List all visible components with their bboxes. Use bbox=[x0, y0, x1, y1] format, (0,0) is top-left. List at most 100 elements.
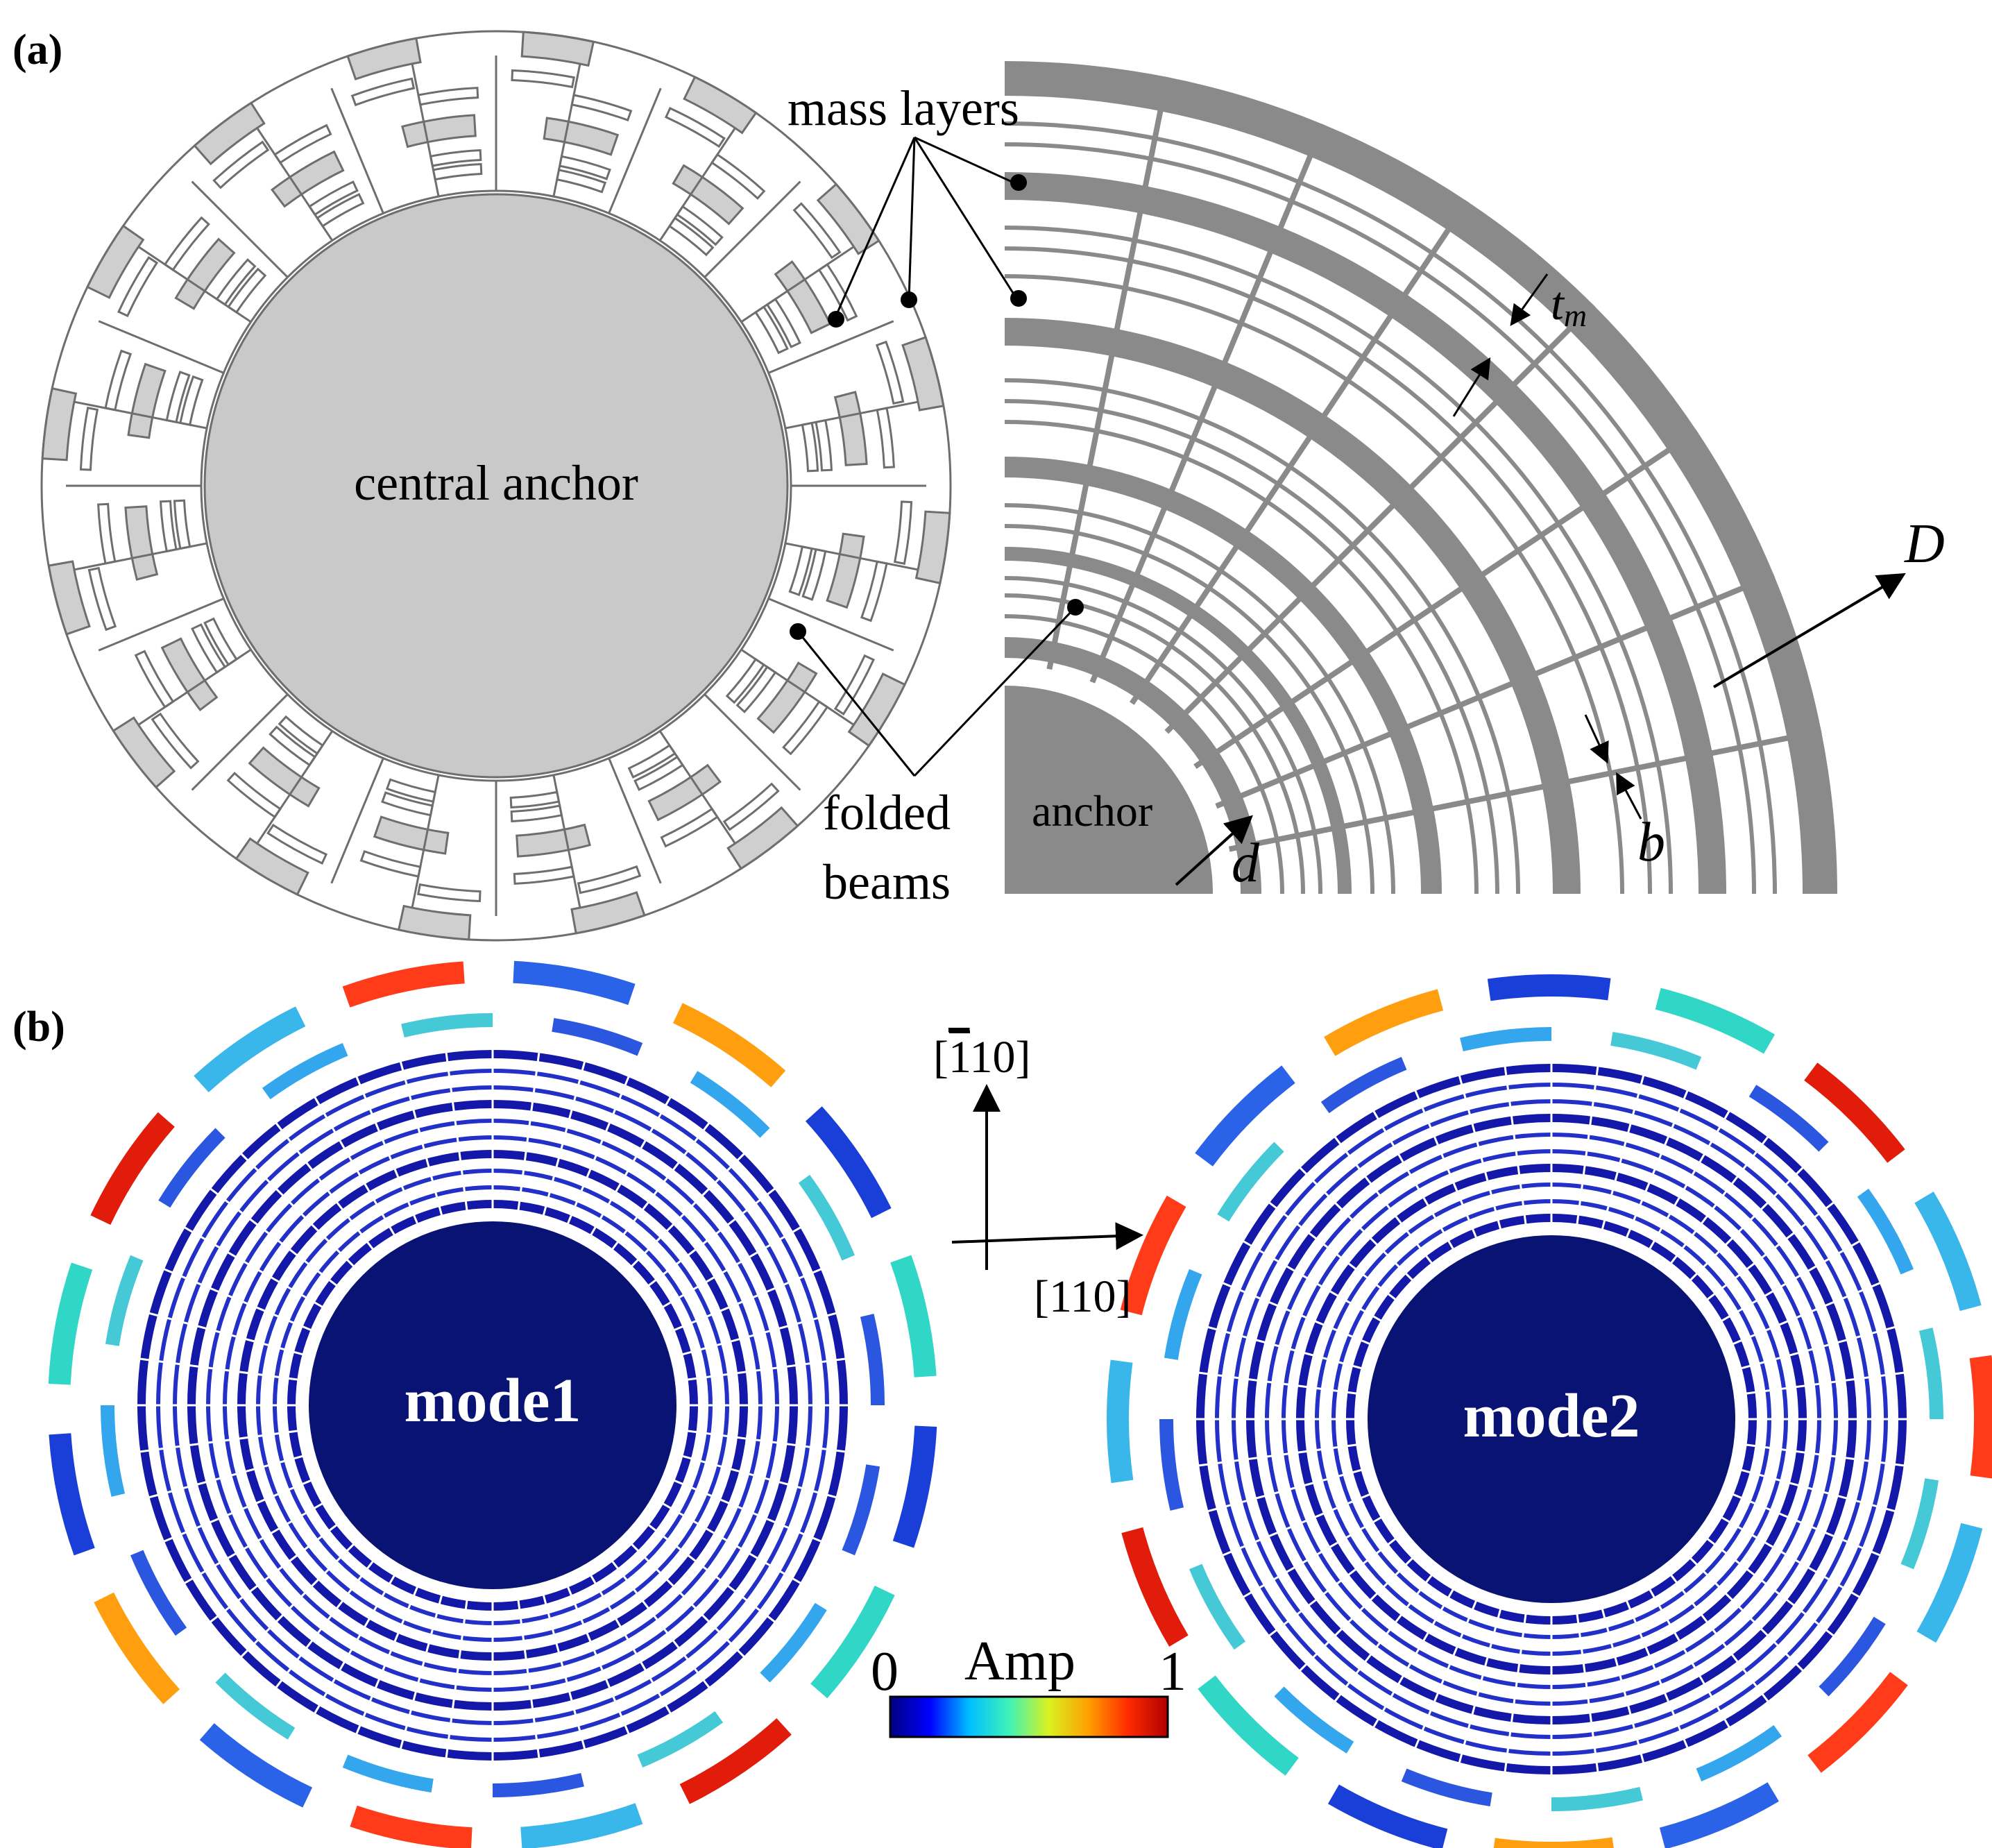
spoke bbox=[1456, 1070, 1502, 1232]
folded-beam bbox=[79, 407, 99, 471]
axis-label-vertical: [110] bbox=[933, 1032, 1031, 1083]
folded-beam bbox=[134, 650, 175, 709]
spoke bbox=[1238, 1515, 1384, 1601]
middle-ring-segment bbox=[493, 1772, 584, 1797]
anchor-label: anchor bbox=[1032, 786, 1152, 836]
spoke bbox=[1218, 1492, 1372, 1559]
folded-beam bbox=[627, 744, 676, 779]
spoke bbox=[629, 1149, 749, 1269]
inner-mass-segment bbox=[401, 114, 477, 149]
inner-mass-segment bbox=[672, 164, 744, 226]
folded-beam bbox=[833, 654, 875, 715]
spoke bbox=[1412, 1085, 1479, 1240]
folded-beam bbox=[725, 657, 765, 704]
inner-mass-segment bbox=[160, 637, 219, 712]
folded-beam bbox=[792, 202, 842, 260]
inner-mass-segment bbox=[774, 260, 832, 334]
spoke bbox=[1739, 1324, 1900, 1370]
folded-beam bbox=[788, 545, 813, 597]
spoke bbox=[1264, 1536, 1398, 1640]
spoke bbox=[1687, 1163, 1807, 1283]
outer-ring-segment bbox=[805, 1106, 892, 1219]
radial-connector bbox=[658, 730, 736, 845]
outer-mass-segment bbox=[235, 837, 309, 897]
folded-beam bbox=[350, 77, 416, 107]
middle-ring-segment bbox=[842, 1464, 880, 1556]
folded-beam bbox=[513, 865, 575, 885]
outer-ring-segment bbox=[49, 1433, 95, 1556]
folded-beam bbox=[801, 421, 819, 473]
spoke bbox=[1295, 1163, 1415, 1283]
spoke bbox=[179, 1501, 325, 1587]
spoke bbox=[1730, 1280, 1885, 1346]
spoke bbox=[542, 1056, 588, 1218]
radial-connector bbox=[411, 774, 440, 908]
folded-beam bbox=[893, 500, 913, 565]
folded-beam bbox=[429, 149, 482, 167]
folded-beam bbox=[782, 700, 829, 756]
middle-ring-segment bbox=[215, 1672, 296, 1740]
folded-beam bbox=[765, 298, 801, 348]
spoke bbox=[179, 1223, 325, 1309]
outer-ring-segment bbox=[199, 1723, 313, 1808]
folded-beam bbox=[203, 617, 238, 666]
folded-beam bbox=[278, 715, 325, 755]
folded-beam bbox=[432, 162, 483, 181]
spoke bbox=[1705, 1198, 1839, 1302]
spoke bbox=[144, 1310, 305, 1356]
spoke bbox=[629, 1541, 749, 1661]
inner-mass-segment bbox=[516, 823, 591, 858]
spoke bbox=[1370, 1105, 1456, 1252]
middle-ring-segment bbox=[130, 1550, 187, 1636]
spoke bbox=[565, 1584, 632, 1739]
middle-ring-segment bbox=[760, 1602, 827, 1683]
spoke bbox=[1503, 1061, 1527, 1227]
mass-ring bbox=[1005, 637, 1261, 894]
folded-beam bbox=[173, 499, 191, 550]
spoke bbox=[1412, 1598, 1479, 1753]
middle-ring-segment bbox=[1460, 1027, 1551, 1052]
spoke bbox=[660, 1223, 806, 1309]
spoke bbox=[685, 1430, 851, 1454]
colorbar-title: Amp bbox=[964, 1631, 1075, 1692]
mass-layers-leaders bbox=[835, 136, 1018, 316]
inner-mass-segment bbox=[174, 237, 236, 310]
outer-ring-segment bbox=[892, 1425, 937, 1548]
spoke bbox=[444, 1047, 468, 1213]
mass-layers-dots bbox=[828, 174, 1027, 328]
folded-beam bbox=[633, 755, 684, 791]
spoke bbox=[1669, 1573, 1772, 1706]
inner-mass-segment bbox=[270, 150, 345, 208]
middle-ring-segment bbox=[690, 1071, 770, 1138]
folded-beam bbox=[676, 205, 724, 246]
dimension-tm bbox=[1452, 273, 1549, 417]
spoke bbox=[1739, 1468, 1900, 1514]
outer-ring-segment bbox=[1969, 1355, 1992, 1479]
outer-ring-segment bbox=[1327, 1784, 1448, 1848]
radial-spoke bbox=[1046, 76, 1170, 670]
spoke bbox=[398, 1056, 443, 1218]
dimension-b bbox=[1584, 714, 1642, 820]
spoke bbox=[205, 1523, 339, 1626]
radial-connector bbox=[552, 774, 581, 908]
middle-ring-segment bbox=[1748, 1085, 1829, 1152]
middle-ring-segment bbox=[1320, 1057, 1407, 1114]
folded-beam bbox=[104, 349, 133, 412]
spoke bbox=[237, 1541, 357, 1661]
spoke bbox=[311, 1092, 397, 1238]
folded-beam bbox=[735, 666, 777, 713]
spoke bbox=[672, 1478, 826, 1545]
radial-connector bbox=[256, 127, 334, 241]
folded-beam bbox=[754, 305, 789, 355]
middle-ring-segment bbox=[1819, 1616, 1886, 1697]
spoke bbox=[1705, 1536, 1839, 1640]
spoke bbox=[660, 1501, 806, 1587]
outer-ring-segment bbox=[1493, 1837, 1614, 1848]
middle-ring-segment bbox=[1857, 1188, 1914, 1275]
outer-ring-segment bbox=[810, 1585, 895, 1699]
radial-connector bbox=[768, 320, 894, 374]
folded-beam bbox=[577, 865, 642, 895]
outer-mass-segment bbox=[193, 101, 266, 166]
spoke bbox=[135, 1430, 300, 1454]
mode1-label: mode1 bbox=[405, 1366, 581, 1435]
